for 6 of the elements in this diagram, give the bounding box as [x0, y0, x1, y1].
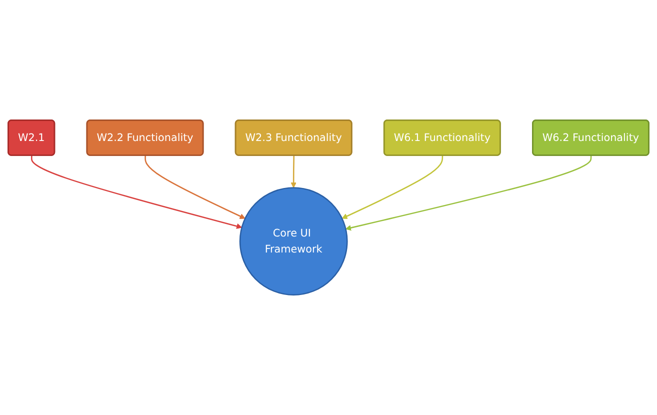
arrow	[290, 156, 296, 188]
arrow	[345, 156, 592, 231]
arrow	[342, 156, 444, 219]
node-circle: Core UI Framework	[239, 187, 348, 296]
arrow	[144, 156, 246, 219]
arrow	[30, 156, 242, 229]
